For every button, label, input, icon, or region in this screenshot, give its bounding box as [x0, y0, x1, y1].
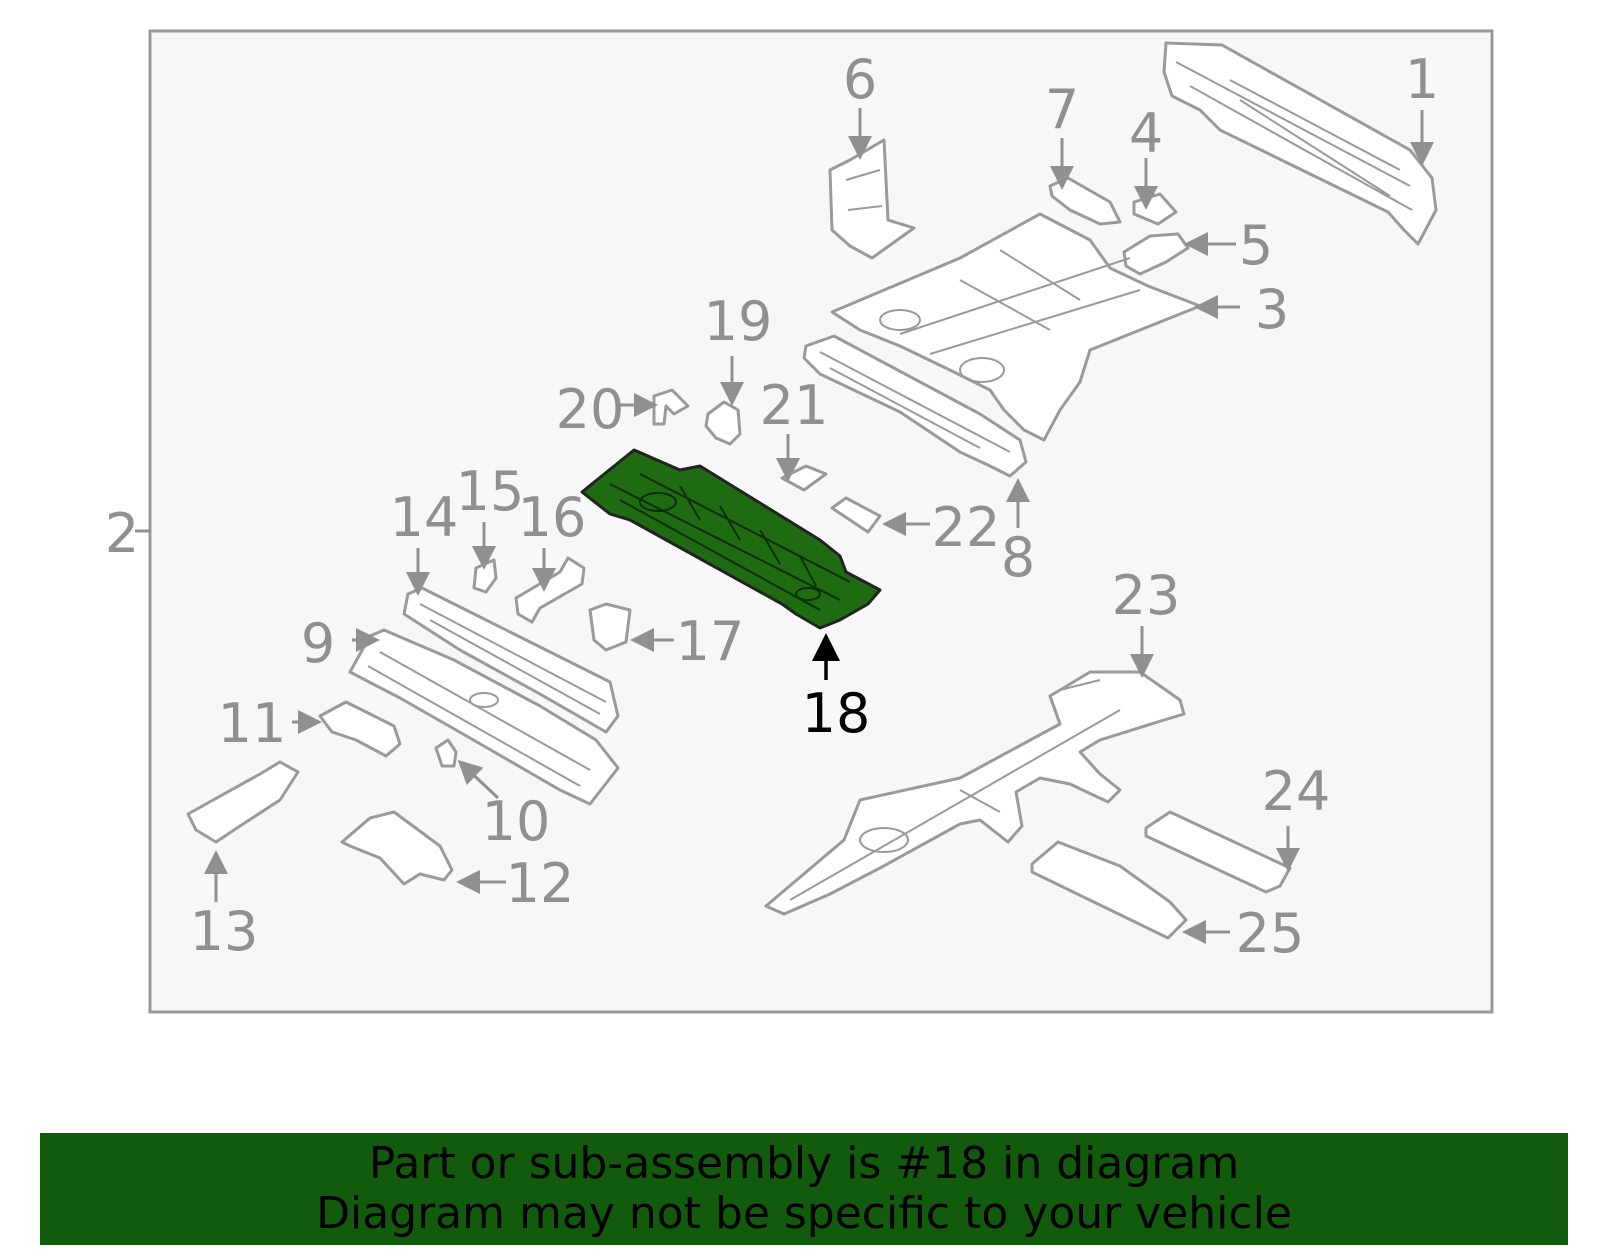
callout-18-highlighted: 18 [802, 682, 871, 745]
leader-lines [204, 108, 1434, 944]
part-17-bracket[interactable] [588, 602, 632, 652]
callout-1: 1 [1405, 48, 1439, 111]
part-10-bracket[interactable] [434, 738, 458, 768]
banner-line-part-info: Part or sub-assembly is #18 in diagram [368, 1138, 1240, 1189]
part-22-bracket[interactable] [830, 496, 882, 534]
callout-10: 10 [482, 790, 551, 853]
part-24-sill-reinforcement[interactable] [1144, 810, 1292, 894]
callout-4: 4 [1129, 102, 1163, 165]
part-25-sill-reinforcement[interactable] [1030, 840, 1188, 940]
part-6-bracket[interactable] [828, 138, 916, 260]
callout-9: 9 [301, 612, 335, 675]
part-5-bracket[interactable] [1122, 232, 1190, 276]
callout-5: 5 [1239, 214, 1273, 277]
part-8-crossmember[interactable] [802, 334, 1028, 478]
callout-24: 24 [1262, 760, 1331, 823]
part-3-rear-floor-pan[interactable] [830, 212, 1202, 442]
part-12-bracket[interactable] [340, 810, 454, 886]
callout-20: 20 [556, 378, 625, 441]
part-11-bracket[interactable] [318, 700, 402, 758]
callout-19: 19 [704, 290, 773, 353]
part-20-bracket[interactable] [652, 388, 690, 426]
part-23-front-frame[interactable] [764, 670, 1186, 916]
callout-2: 2 [105, 502, 139, 565]
part-18-front-floor-pan-highlighted[interactable] [580, 448, 882, 630]
callout-3: 3 [1255, 278, 1289, 341]
callout-16: 16 [518, 486, 587, 549]
banner-line-disclaimer: Diagram may not be specific to your vehi… [316, 1188, 1292, 1239]
callout-12: 12 [506, 852, 575, 915]
callout-23: 23 [1112, 564, 1181, 627]
part-13-bracket[interactable] [186, 760, 300, 844]
callout-17: 17 [676, 610, 745, 673]
part-9-side-member[interactable] [348, 628, 620, 806]
callout-14: 14 [390, 486, 459, 549]
callout-22: 22 [932, 496, 1001, 559]
info-banner: Part or sub-assembly is #18 in diagram D… [40, 1133, 1568, 1245]
callout-11: 11 [218, 692, 287, 755]
callout-21: 21 [760, 374, 829, 437]
callout-25: 25 [1236, 902, 1305, 965]
part-14-sill-inner[interactable] [402, 586, 620, 734]
callout-13: 13 [190, 900, 259, 963]
callout-7: 7 [1045, 78, 1079, 141]
callout-8: 8 [1001, 526, 1035, 589]
callout-6: 6 [843, 48, 877, 111]
callout-labels: 1 2 3 4 5 6 7 8 9 10 11 12 13 14 15 16 1… [105, 48, 1439, 965]
callout-15: 15 [456, 460, 525, 523]
